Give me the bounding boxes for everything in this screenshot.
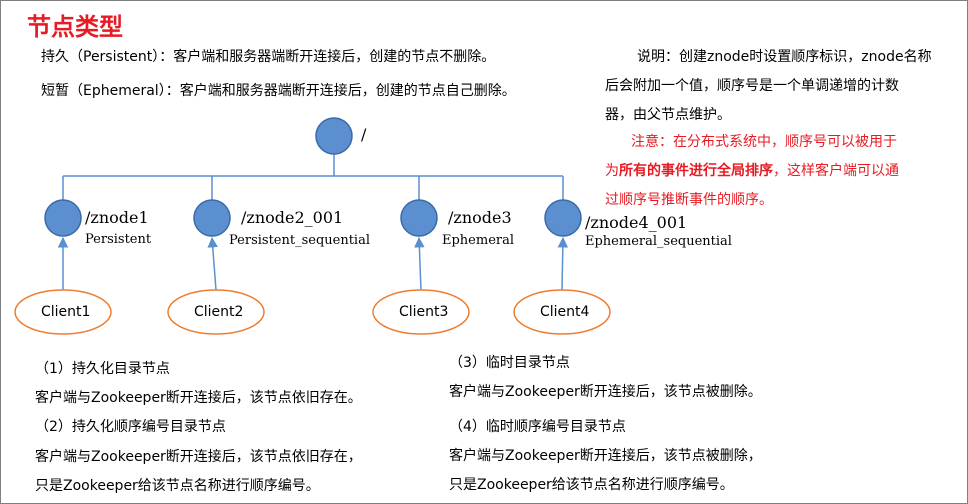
root-label: / — [361, 125, 367, 144]
attention-suffix: ，这样客户端可以通 — [773, 163, 899, 179]
type-2-line-1: 客户端与Zookeeper断开连接后，该节点依旧存在， — [35, 449, 362, 465]
client-3-ellipse — [372, 289, 470, 335]
znode-3-type: Ephemeral — [442, 233, 515, 248]
client-3-label: Client3 — [399, 304, 449, 320]
type-2-heading: （2）持久化顺序编号目录节点 — [35, 419, 226, 435]
znode-3-circle — [400, 199, 438, 237]
intro-persistent: 持久（Persistent）：客户端和服务器端断开连接后，创建的节点不删除。 — [41, 49, 496, 65]
znode-1-type: Persistent — [85, 232, 152, 247]
type-2-line-2: 只是Zookeeper给该节点名称进行顺序编号。 — [35, 478, 320, 494]
client-1-ellipse — [14, 289, 112, 335]
type-4-line-1: 客户端与Zookeeper断开连接后，该节点被删除， — [449, 448, 762, 464]
note-line-2: 后会附加一个值，顺序号是一个单调递增的计数 — [605, 78, 899, 94]
client-1-label: Client1 — [41, 304, 91, 320]
znode-4-type: Ephemeral_sequential — [585, 234, 732, 249]
note-line-1: 说明：创建znode时设置顺序标识，znode名称 — [637, 49, 932, 65]
znode-2-type: Persistent_sequential — [229, 233, 371, 248]
znode-1-name: /znode1 — [85, 208, 149, 227]
type-4-line-2: 只是Zookeeper给该节点名称进行顺序编号。 — [449, 477, 734, 493]
znode-1-circle — [44, 199, 82, 237]
client-4-ellipse — [513, 289, 611, 335]
intro-ephemeral: 短暂（Ephemeral）：客户端和服务器端断开连接后，创建的节点自己删除。 — [41, 83, 516, 99]
attention-emphasis: 所有的事件进行全局排序 — [619, 163, 773, 179]
client-arrow-3 — [414, 236, 425, 291]
note-line-3: 器，由父节点维护。 — [605, 107, 731, 123]
attention-line-2: 为所有的事件进行全局排序，这样客户端可以通 — [605, 160, 899, 180]
type-4-heading: （4）临时顺序编号目录节点 — [449, 419, 626, 435]
attention-line-3: 过顺序号推断事件的顺序。 — [605, 192, 773, 208]
client-2-label: Client2 — [194, 304, 244, 320]
client-2-ellipse — [167, 289, 265, 335]
znode-2-name: /znode2_001 — [241, 208, 344, 227]
page-title: 节点类型 — [27, 13, 123, 41]
znode-3-name: /znode3 — [448, 208, 512, 227]
type-1-heading: （1）持久化目录节点 — [35, 361, 170, 377]
znode-2-circle — [193, 199, 231, 237]
attention-prefix: 为 — [605, 163, 619, 179]
attention-line-1: 注意：在分布式系统中，顺序号可以被用于 — [631, 134, 897, 150]
type-1-line-1: 客户端与Zookeeper断开连接后，该节点依旧存在。 — [35, 390, 362, 406]
client-arrow-4 — [557, 236, 569, 291]
znode-4-name: /znode4_001 — [585, 213, 688, 232]
client-4-label: Client4 — [540, 304, 590, 320]
type-3-heading: （3）临时目录节点 — [449, 355, 570, 371]
znode-4-circle — [544, 199, 582, 237]
root-node — [315, 117, 353, 155]
type-3-line-1: 客户端与Zookeeper断开连接后，该节点被删除。 — [449, 384, 762, 400]
client-arrow-2 — [207, 236, 218, 291]
